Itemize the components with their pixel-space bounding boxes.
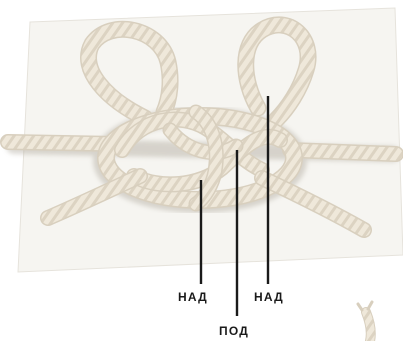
label-over-left: НАД (178, 290, 208, 304)
label-over-right: НАД (254, 290, 284, 304)
label-under-center: ПОД (219, 324, 249, 338)
